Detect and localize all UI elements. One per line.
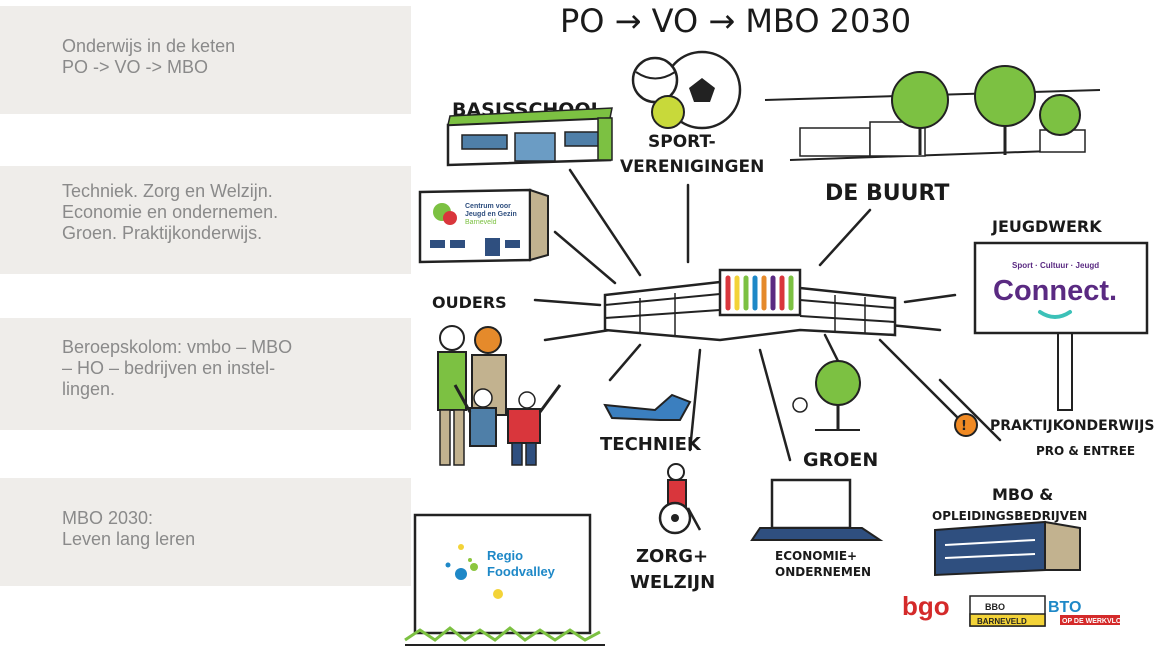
regio-line2: Foodvalley (487, 564, 556, 579)
svg-text:!: ! (961, 419, 967, 434)
info-box-mbo2030: MBO 2030: Leven lang leren (0, 478, 411, 586)
buurt-icon (764, 65, 1101, 161)
label-zorg-1: ZORG+ (636, 546, 708, 567)
regio-line1: Regio (487, 548, 523, 563)
connector-lines (533, 168, 1002, 462)
cjg-line1: Centrum voor (465, 203, 511, 210)
label-ouders: OUDERS (432, 293, 507, 312)
groen-tree-icon (792, 360, 861, 431)
diagram-title: PO → VO → MBO 2030 (560, 2, 911, 40)
wheelchair-icon (658, 463, 702, 535)
info-box-sectoren: Techniek. Zorg en Welzijn. Economie en o… (0, 166, 411, 274)
label-economie-2: ONDERNEMEN (775, 565, 871, 579)
logo-bto-top: BTO (1048, 599, 1081, 616)
label-sport-1: SPORT- (648, 132, 716, 152)
cjg-building-icon (418, 188, 549, 264)
wrench-icon (603, 393, 692, 421)
info-box-keten: Onderwijs in de keten PO -> VO -> MBO (0, 6, 411, 114)
connect-tagline: Sport · Cultuur · Jeugd (1012, 261, 1099, 270)
label-techniek: TECHNIEK (600, 434, 702, 455)
pro-badge-icon: ! (954, 413, 978, 437)
basisschool-icon (446, 107, 613, 167)
laptop-icon (750, 478, 884, 541)
cjg-line2: Jeugd en Gezin (465, 211, 517, 218)
info-box-beroepskolom: Beroepskolom: vmbo – MBO – HO – bedrijve… (0, 318, 411, 430)
label-zorg-2: WELZIJN (630, 572, 715, 593)
mbo-building-icon (934, 520, 1081, 577)
sport-balls-icon (631, 50, 742, 130)
regio-foodvalley-billboard-icon (404, 513, 605, 646)
label-mbo-2: OPLEIDINGSBEDRIJVEN (932, 509, 1087, 523)
label-buurt: DE BUURT (825, 181, 949, 206)
central-school-icon (603, 268, 897, 342)
label-praktijk-2: PRO & ENTREE (1036, 444, 1135, 458)
ouders-family-icon (437, 325, 562, 466)
connect-billboard-icon (973, 241, 1149, 411)
label-groen: GROEN (803, 449, 878, 471)
label-jeugdwerk: JEUGDWERK (991, 217, 1102, 236)
partner-logos: bgo BBO BARNEVELD BTO OP DE WERKVLOER (902, 591, 1131, 627)
logo-bbo-bottom: BARNEVELD (977, 617, 1027, 626)
label-economie-1: ECONOMIE+ (775, 549, 857, 563)
cjg-line3: Barneveld (465, 219, 497, 226)
connect-name: Connect. (993, 275, 1117, 307)
logo-bgo: bgo (902, 591, 950, 621)
logo-bto-bottom: OP DE WERKVLOER (1062, 618, 1131, 625)
logo-bbo-top: BBO (985, 602, 1005, 612)
label-sport-2: VERENIGINGEN (620, 157, 764, 177)
label-praktijk-1: PRAKTIJKONDERWIJS (990, 418, 1154, 434)
label-mbo-1: MBO & (992, 485, 1053, 504)
